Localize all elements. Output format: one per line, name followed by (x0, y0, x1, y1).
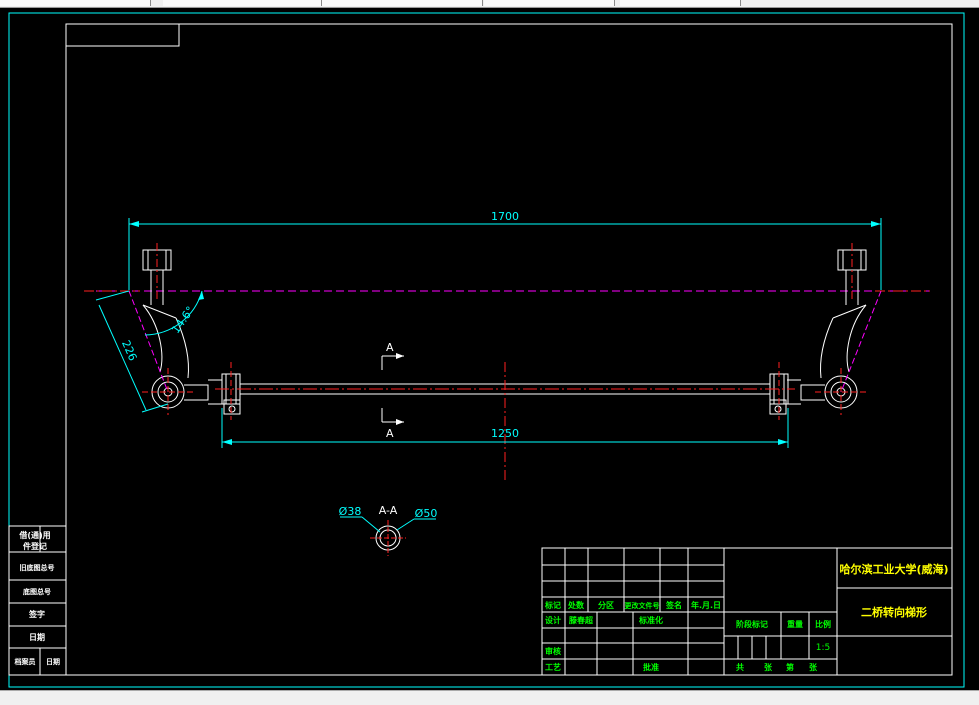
title-block (541, 547, 953, 676)
section-outer-diameter: Ø50 (415, 507, 438, 520)
review-label: 审核 (545, 646, 561, 656)
left-block-drawing-no: 底图总号 (23, 587, 51, 596)
dimension-1250-label: 1250 (491, 427, 519, 440)
status-bar (0, 690, 979, 705)
left-block-register: 件登记 (23, 541, 47, 551)
approval-label: 批准 (643, 662, 659, 672)
stage-mark-label: 阶段标记 (736, 619, 768, 629)
process-label: 工艺 (545, 662, 561, 672)
section-letter-bottom: A (386, 427, 394, 440)
designer-name: 滕春超 (569, 615, 594, 625)
sheets-total-a: 共 (736, 662, 744, 672)
dimension-226-label: 226 (119, 338, 139, 362)
header-zone: 分区 (598, 600, 614, 610)
corner-code-box (65, 23, 180, 47)
toolbar-field-1[interactable] (0, 0, 151, 6)
scale-value: 1:5 (816, 643, 830, 653)
dimension-angle-label: 14.6° (169, 304, 197, 336)
left-side-record-block: 借(通)用 件登记 旧底图总号 底图总号 签字 日期 档案员 日期 (8, 525, 67, 676)
dimension-1700-label: 1700 (491, 210, 519, 223)
right-steering-knuckle (787, 246, 867, 409)
dimension-track-rod: 1250 (221, 408, 789, 448)
left-block-borrow: 借(通)用 (18, 530, 50, 540)
left-block-archivist: 档案员 (14, 657, 36, 666)
section-title: A-A (379, 504, 398, 517)
header-mark: 标记 (544, 600, 561, 610)
toolbar-field-4[interactable] (484, 0, 615, 6)
toolbar-field-5[interactable] (620, 0, 741, 6)
left-block-date-2: 日期 (46, 657, 60, 666)
design-label: 设计 (545, 615, 561, 625)
left-block-old-drawing-no: 旧底图总号 (20, 563, 55, 572)
header-count: 处数 (567, 600, 585, 610)
dimension-overall: 1700 (128, 210, 882, 290)
standardization-label: 标准化 (638, 615, 663, 625)
sheets-total-b: 张 (764, 663, 773, 672)
section-marker-bottom: A (381, 408, 404, 440)
cad-drawing-canvas[interactable]: 1700 226 14.6° (0, 8, 979, 690)
weight-label: 重量 (787, 619, 803, 629)
outer-frame (8, 12, 965, 688)
section-marker-top: A (381, 341, 404, 370)
left-block-date: 日期 (29, 632, 45, 642)
header-sign: 签名 (665, 600, 682, 610)
scale-label: 比例 (815, 619, 831, 629)
header-change-doc: 更改文件号 (625, 601, 660, 610)
app-toolbar (0, 0, 979, 8)
toolbar-field-3[interactable] (322, 0, 483, 6)
sheet-no-b: 张 (809, 663, 818, 672)
title-university: 哈尔滨工业大学(威海) (839, 562, 948, 576)
left-block-signature: 签字 (28, 609, 45, 619)
toolbar-field-2[interactable] (163, 0, 322, 6)
section-letter-top: A (386, 341, 394, 354)
section-view-aa: A-A Ø38 Ø50 (339, 504, 438, 556)
right-arm-trapezoid-line (840, 290, 882, 393)
dimension-arm-length: 226 (95, 290, 169, 413)
title-drawing-name: 二桥转向梯形 (861, 605, 927, 619)
inner-frame (65, 23, 953, 676)
section-inner-diameter: Ø38 (339, 505, 362, 518)
left-arm-trapezoid-line (128, 290, 169, 393)
dimension-arm-angle: 14.6° (144, 290, 204, 336)
sheet-no-a: 第 (786, 662, 794, 672)
header-date: 年.月.日 (691, 600, 721, 610)
